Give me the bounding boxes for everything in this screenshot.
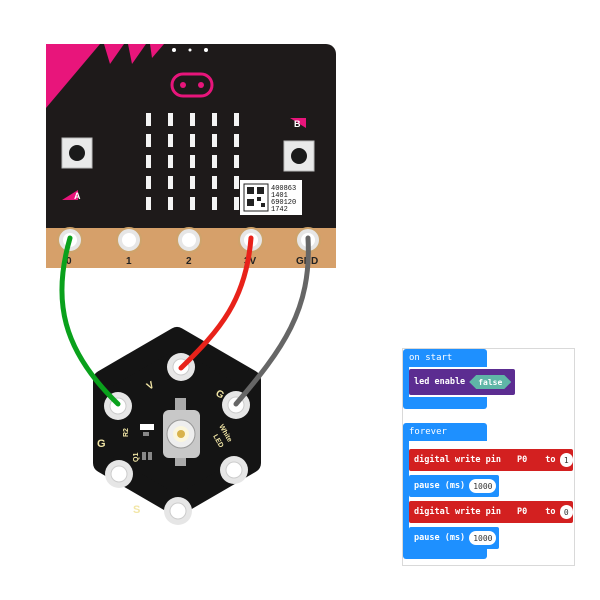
- false-value[interactable]: false: [469, 375, 511, 389]
- matrix-led: [190, 197, 195, 210]
- module-pin-g-label: G: [97, 438, 106, 450]
- digital-write-label-1: digital write pin: [414, 455, 501, 465]
- matrix-led: [168, 155, 173, 168]
- digital-write-block-2[interactable]: digital write pin P0 to 0: [409, 501, 573, 523]
- digital-write-block-1[interactable]: digital write pin P0 to 1: [409, 449, 573, 471]
- matrix-led: [146, 134, 151, 147]
- board-stripes: [46, 44, 164, 108]
- matrix-led: [168, 134, 173, 147]
- matrix-led: [168, 176, 173, 189]
- digital-write-label-2: digital write pin: [414, 507, 501, 517]
- matrix-led: [234, 197, 239, 210]
- pause-input-2[interactable]: 1000: [469, 531, 497, 545]
- forever-footer: [403, 547, 487, 559]
- chip-label: 400863 1401 690120 1742: [240, 180, 302, 215]
- pin-0-label: 0: [66, 256, 72, 267]
- module-pin-s-label: S: [133, 504, 140, 516]
- led-module: V G G S R2 Q1 White LED: [93, 327, 261, 525]
- q1-label: Q1: [133, 453, 140, 462]
- forever-event[interactable]: forever: [403, 423, 487, 441]
- forever-title: forever: [409, 427, 447, 437]
- to-label-1: to: [545, 455, 556, 465]
- led-matrix: [146, 113, 239, 210]
- code-panel: on start led enable false forever digita…: [402, 348, 575, 566]
- to-label-2: to: [545, 507, 556, 517]
- button-a-label: A: [74, 191, 81, 201]
- pin-1-label: 1: [126, 256, 132, 267]
- microbit-logo: [170, 72, 214, 98]
- button-b-label: B: [294, 119, 301, 129]
- value-input-2[interactable]: 0: [559, 505, 573, 519]
- matrix-led: [190, 176, 195, 189]
- pause-input-1[interactable]: 1000: [469, 479, 497, 493]
- button-b[interactable]: [283, 140, 315, 172]
- matrix-led: [190, 155, 195, 168]
- chip-line-1: 400863: [271, 185, 296, 193]
- chip-line-2: 1401: [271, 192, 288, 200]
- pin-2-label: 2: [186, 256, 192, 267]
- pin-dropdown-1[interactable]: P0: [517, 455, 528, 465]
- matrix-led: [168, 113, 173, 126]
- matrix-led: [212, 197, 217, 210]
- microbit-board: A B 400863 1401 690120 1742: [46, 44, 336, 268]
- pause-label-1: pause (ms): [414, 481, 466, 491]
- on-start-spine: [403, 367, 409, 397]
- pause-block-1[interactable]: pause (ms) 1000: [409, 475, 499, 497]
- pause-block-2[interactable]: pause (ms) 1000: [409, 527, 499, 549]
- power-wire: [178, 235, 254, 371]
- chip-line-4: 1742: [271, 206, 288, 214]
- led-enable-block[interactable]: led enable false: [409, 369, 515, 395]
- matrix-led: [234, 134, 239, 147]
- matrix-led: [190, 113, 195, 126]
- chip-line-3: 690120: [271, 199, 296, 207]
- led-enable-label: led enable: [414, 377, 466, 387]
- resistor-r2: [140, 424, 154, 430]
- matrix-led: [168, 197, 173, 210]
- matrix-led: [146, 176, 151, 189]
- matrix-led: [212, 176, 217, 189]
- matrix-led: [146, 113, 151, 126]
- white-led-icon: [163, 398, 200, 466]
- button-a[interactable]: [61, 137, 93, 169]
- pin-dropdown-2[interactable]: P0: [517, 507, 528, 517]
- on-start-footer: [403, 397, 487, 409]
- signal-wire: [59, 235, 121, 407]
- forever-spine: [403, 441, 409, 547]
- matrix-led: [212, 134, 217, 147]
- matrix-led: [146, 155, 151, 168]
- transistor-q1: [142, 452, 146, 460]
- value-input-1[interactable]: 1: [559, 453, 573, 467]
- matrix-led: [212, 113, 217, 126]
- module-pin-v-label: V: [145, 380, 157, 393]
- matrix-led: [234, 176, 239, 189]
- on-start-title: on start: [409, 353, 453, 363]
- matrix-led: [234, 155, 239, 168]
- ground-wire: [233, 235, 311, 407]
- matrix-led: [146, 197, 151, 210]
- on-start-event[interactable]: on start: [403, 349, 487, 367]
- matrix-led: [190, 134, 195, 147]
- wires: [59, 235, 311, 407]
- matrix-led: [234, 113, 239, 126]
- matrix-led: [212, 155, 217, 168]
- pause-label-2: pause (ms): [414, 533, 466, 543]
- r2-label: R2: [123, 428, 130, 437]
